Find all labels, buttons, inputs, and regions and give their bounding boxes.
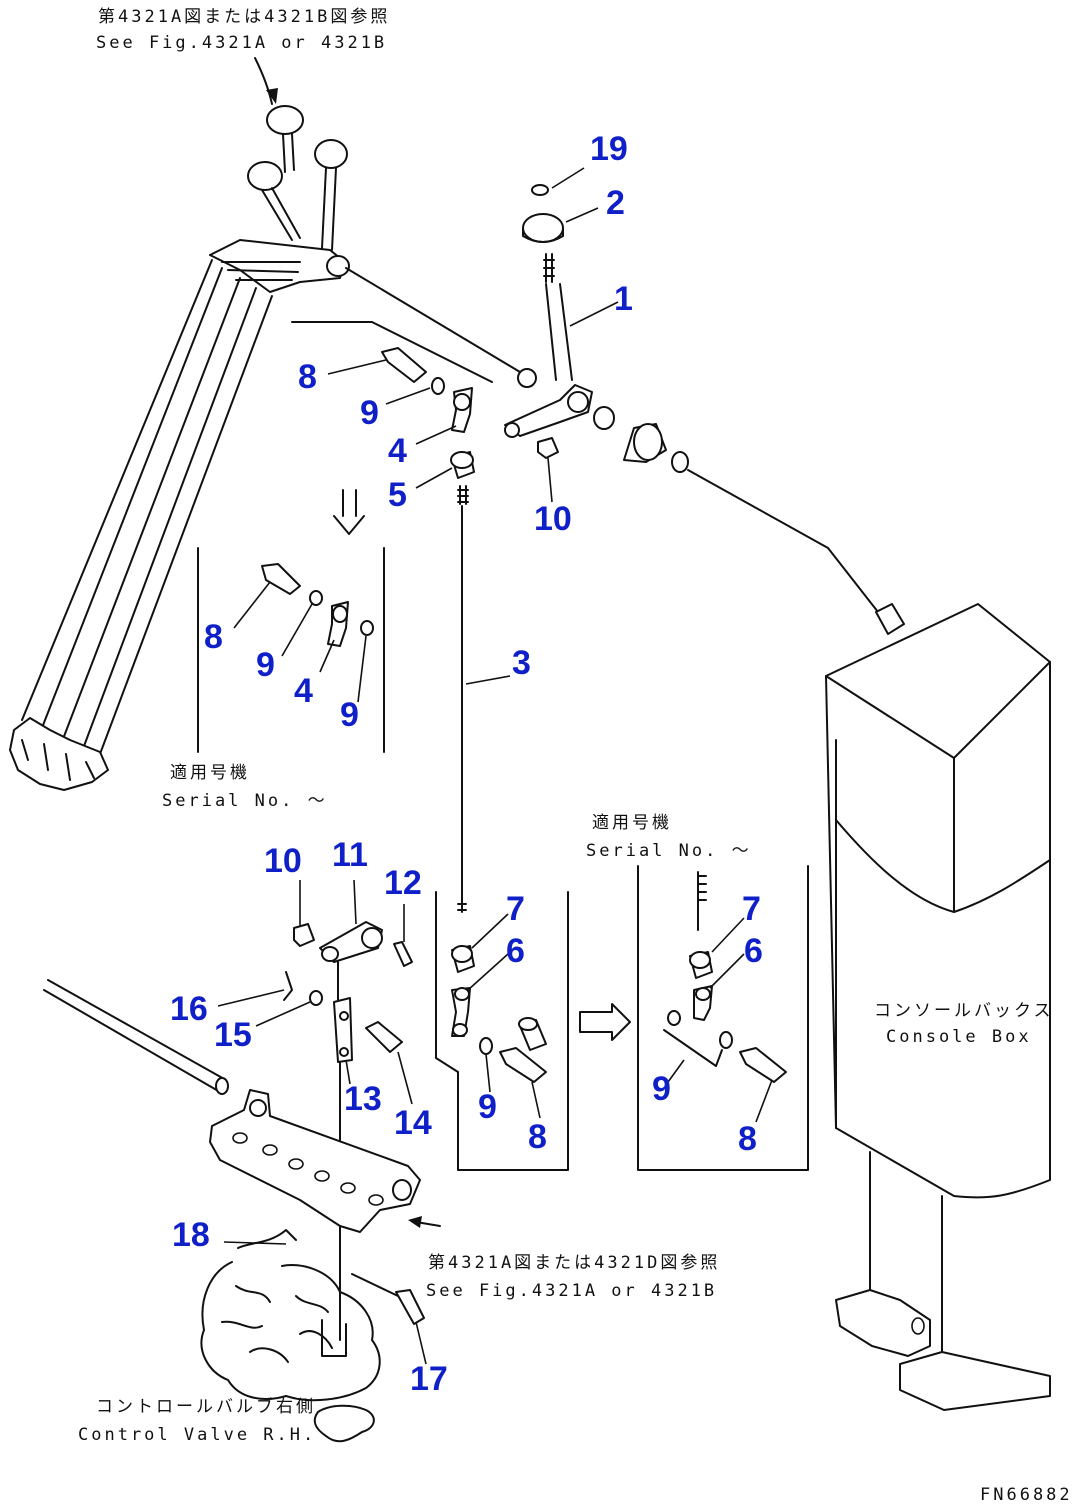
callout-6: 6 xyxy=(744,932,763,970)
lower-linkage xyxy=(283,921,413,1183)
callout-8: 8 xyxy=(528,1118,547,1156)
callout-16: 16 xyxy=(170,990,208,1028)
top-ref-arrowhead xyxy=(266,88,278,104)
console-ja: コンソールバックス xyxy=(874,1001,1054,1021)
callout-2: 2 xyxy=(606,184,625,222)
callout-7: 7 xyxy=(506,890,525,928)
figure-code: FN66882 xyxy=(980,1485,1073,1505)
middle-inset xyxy=(435,891,569,1171)
serial-left-en: Serial No. ～ xyxy=(162,791,328,811)
callout-4: 4 xyxy=(388,432,407,470)
callout-17: 17 xyxy=(410,1360,448,1398)
serial-left-ja: 適用号機 xyxy=(170,763,250,783)
callout-9: 9 xyxy=(478,1088,497,1126)
callout-8: 8 xyxy=(738,1120,757,1158)
callout-numbers: 19 2 1 8 9 4 5 10 8 9 4 9 3 10 11 12 16 … xyxy=(170,130,763,1398)
callout-15: 15 xyxy=(214,1016,252,1054)
serial-right-en: Serial No. ～ xyxy=(586,841,752,861)
callout-12: 12 xyxy=(384,864,422,902)
console-en: Console Box xyxy=(886,1027,1032,1047)
top-ref-ja: 第4321A図または4321B図参照 xyxy=(98,7,390,27)
callout-10: 10 xyxy=(264,842,302,880)
lever-part-1 xyxy=(504,184,905,635)
callout-9: 9 xyxy=(256,646,275,684)
serial-right-ja: 適用号機 xyxy=(592,813,672,833)
callout-8: 8 xyxy=(204,618,223,656)
console-box xyxy=(825,603,1051,1411)
right-inset xyxy=(637,865,809,1171)
callout-9: 9 xyxy=(340,696,359,734)
valve-ja: コントロールバルブ右側 xyxy=(96,1396,316,1417)
top-ref-leader xyxy=(254,57,273,105)
callout-1: 1 xyxy=(614,280,633,318)
callout-13: 13 xyxy=(344,1080,382,1118)
callout-7: 7 xyxy=(742,890,761,928)
bottom-ref-en: See Fig.4321A or 4321B xyxy=(426,1281,717,1301)
bottom-ref-ja: 第4321A図または4321D図参照 xyxy=(428,1253,720,1273)
bracket-plate xyxy=(43,979,441,1341)
rod-part-3 xyxy=(457,485,469,913)
callout-11: 11 xyxy=(332,836,368,874)
callout-6: 6 xyxy=(506,932,525,970)
callout-19: 19 xyxy=(590,130,628,168)
callout-14: 14 xyxy=(394,1104,432,1142)
upper-clevis-cluster xyxy=(381,347,475,479)
callout-18: 18 xyxy=(172,1216,210,1254)
callout-5: 5 xyxy=(388,476,407,514)
callout-4: 4 xyxy=(294,672,313,710)
top-ref-en: See Fig.4321A or 4321B xyxy=(96,33,387,53)
callout-9: 9 xyxy=(652,1070,671,1108)
callout-3: 3 xyxy=(512,644,531,682)
inset-arrow xyxy=(579,1003,631,1041)
control-valve xyxy=(200,1229,425,1443)
leader-lines xyxy=(217,167,773,1365)
callout-10: 10 xyxy=(534,500,572,538)
serial-inset-left xyxy=(197,489,385,753)
callout-8: 8 xyxy=(298,358,317,396)
callout-9: 9 xyxy=(360,394,379,432)
valve-en: Control Valve R.H. xyxy=(78,1425,316,1445)
lever-assembly xyxy=(9,105,521,791)
